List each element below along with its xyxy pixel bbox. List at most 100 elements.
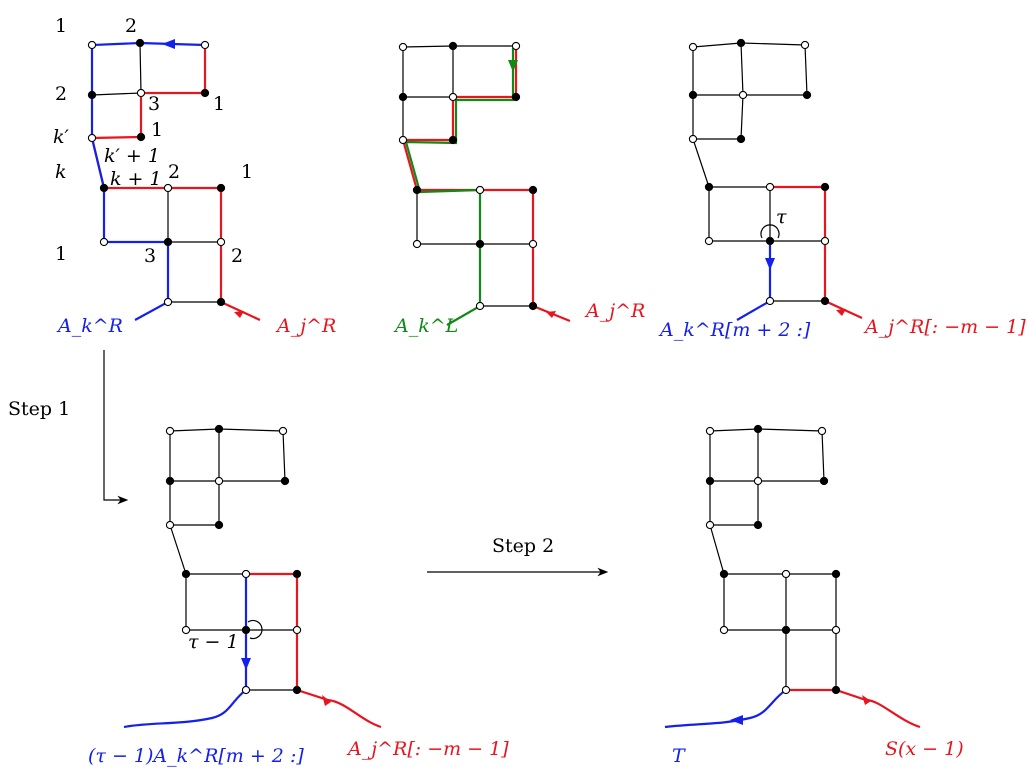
panel-5: T S(x − 1) [664,424,964,767]
white-vertex [705,520,715,530]
panel-3: τ A_k^R[m + 2 :] A_j^R[: −m − 1] [658,38,1026,341]
row-label: 2 [55,83,67,105]
white-vertex [163,183,173,193]
white-vertex [765,296,775,306]
panel-2-red-path [401,46,571,323]
panel-2-green-path [404,48,515,326]
black-vertex [216,297,226,307]
panel-1-blue-path [90,41,206,321]
panel-1: 1 2 k′ k 1 2 3 1 1 2 1 3 2 k′ + 1 k + 1 … [53,15,336,337]
white-vertex [705,426,715,436]
step-1-arrow [103,350,129,505]
black-vertex [736,134,746,144]
right-path-label: S(x − 1) [885,738,964,760]
white-vertex [817,426,827,436]
panel-5-blue-path [664,689,787,729]
white-vertex [475,185,485,195]
black-vertex [87,90,97,100]
black-vertex [528,185,538,195]
white-vertex [820,236,830,246]
panel-4-grid [169,428,297,631]
black-vertex [292,685,302,695]
black-vertex [398,92,408,102]
white-vertex [241,685,251,695]
angle-label: τ [776,206,787,228]
row-label: 1 [55,243,67,265]
white-vertex [781,685,791,695]
panel-5-red-path [786,688,921,729]
black-vertex [831,685,841,695]
white-vertex [753,476,763,486]
white-vertex [781,569,791,579]
white-vertex [704,236,714,246]
black-vertex [292,569,302,579]
white-vertex [292,625,302,635]
panel-4-vertices [165,424,302,695]
white-vertex [165,520,175,530]
left-path-label: T [672,745,686,767]
white-vertex [511,41,521,51]
node-label: 1 [213,93,225,115]
black-vertex [736,38,746,48]
white-vertex [765,182,775,192]
step-label: k + 1 [110,168,162,190]
white-vertex [216,237,226,247]
panel-5-blue-arrow [730,715,743,725]
right-path-label: A_j^R [584,300,645,322]
white-vertex [719,625,729,635]
black-vertex [753,520,763,530]
panel-2-vertices [398,41,538,311]
step-1: Step 1 [8,350,129,505]
black-vertex [99,183,109,193]
black-vertex [448,41,458,51]
black-vertex [165,476,175,486]
white-vertex [99,237,109,247]
black-vertex [705,476,715,486]
panel-5-red-arrow [862,695,871,705]
black-vertex [831,569,841,579]
black-vertex [719,569,729,579]
black-vertex [136,132,146,142]
panel-3-vertices [688,38,830,306]
left-path-label: (τ − 1)A_k^R[m + 2 :] [88,745,304,767]
node-label: 1 [151,119,163,141]
black-vertex [241,625,251,635]
white-vertex [87,40,97,50]
white-vertex [181,625,191,635]
white-vertex [831,625,841,635]
white-vertex [475,301,485,311]
panel-4-red-arrow [322,695,331,706]
white-vertex [278,426,288,436]
panel-1-red-arrow [234,311,244,318]
black-vertex [280,476,290,486]
white-vertex [87,133,97,143]
panel-3-grid [692,42,825,242]
white-vertex [688,42,698,52]
black-vertex [448,135,458,145]
panel-5-grid [709,428,837,690]
black-vertex [688,90,698,100]
panel-1-vertices [87,38,226,307]
white-vertex [241,569,251,579]
panel-4-red-path [246,572,382,729]
white-vertex [163,297,173,307]
panel-3-blue-arrow [765,258,775,270]
node-label: 2 [231,245,243,267]
black-vertex [781,625,791,635]
white-vertex [398,42,408,52]
black-vertex [802,90,812,100]
white-vertex [688,134,698,144]
step-label: k′ + 1 [104,145,160,167]
panel-4-blue-arrow [241,658,251,670]
black-vertex [704,182,714,192]
white-vertex [800,40,810,50]
black-vertex [214,424,224,434]
black-vertex [181,569,191,579]
black-vertex [412,185,422,195]
node-label: 3 [148,93,160,115]
black-vertex [528,301,538,311]
node-label: 3 [144,245,156,267]
white-vertex [200,40,210,50]
step-1-label: Step 1 [8,398,70,420]
